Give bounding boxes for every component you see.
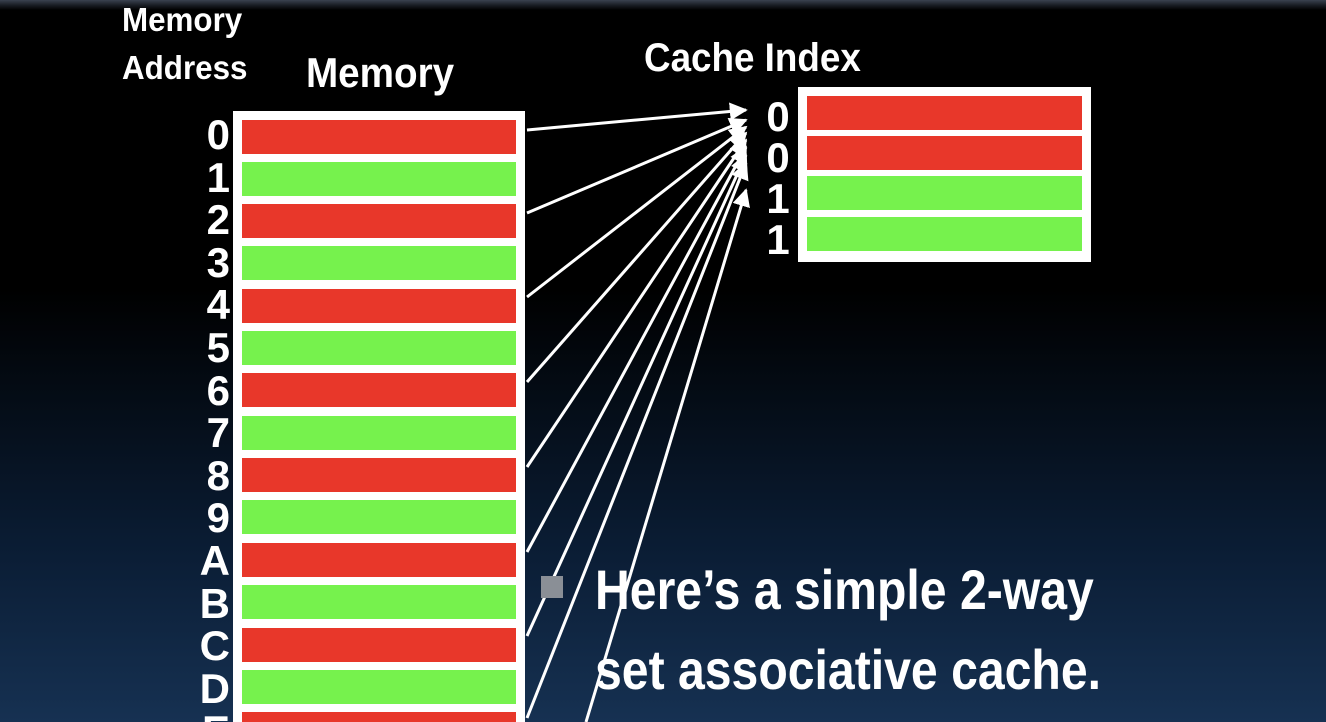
memory-row [242,670,516,704]
memory-row [242,331,516,365]
mapping-arrow [525,131,748,383]
memory-row [242,458,516,492]
memory-block [233,111,525,722]
body-text-line1: Here’s a simple 2-way [595,558,1094,621]
mapping-arrow [584,188,750,722]
memory-address: 3 [206,238,230,286]
cache-row [807,96,1082,130]
cache-index-list: 0 0 1 1 [760,93,796,263]
memory-address: 2 [206,196,230,244]
memory-address: 1 [206,153,230,201]
mapping-arrow [525,161,749,719]
memory-address-list: 0 1 2 3 4 5 6 7 8 9 A B C D E [194,111,230,722]
body-text-line2: set associative cache. [595,638,1102,701]
memory-address: B [199,579,230,627]
memory-address: 7 [206,409,230,457]
memory-row [242,289,516,323]
memory-address-label-line2: Address [122,49,248,86]
cache-row [807,176,1082,210]
mapping-arrow [525,138,748,468]
memory-address: C [199,622,230,670]
mapping-arrow [525,153,748,637]
cache-index: 1 [766,175,790,222]
memory-row [242,712,516,722]
mapping-arrow [525,145,748,553]
memory-row [242,204,516,238]
memory-title: Memory [306,49,455,96]
memory-address: 4 [206,281,230,329]
mapping-arrow [526,125,748,299]
memory-address: 9 [206,494,230,542]
bullet-marker [541,576,563,598]
cache-row [807,136,1082,170]
cache-index: 0 [766,134,790,181]
cache-index-title: Cache Index [644,36,861,80]
memory-address: 0 [206,111,230,158]
cache-index: 1 [766,216,790,263]
memory-row [242,373,516,407]
memory-row [242,543,516,577]
memory-row [242,500,516,534]
mapping-arrow [526,102,748,132]
memory-row [242,120,516,154]
cache-block [798,87,1091,262]
memory-row [242,628,516,662]
memory-row [242,416,516,450]
memory-row [242,162,516,196]
cache-row [807,217,1082,251]
memory-address-label-line1: Memory [122,1,243,38]
memory-row [242,585,516,619]
memory-address: 8 [206,451,230,499]
memory-address: E [194,710,230,722]
memory-address: A [199,536,230,584]
mapping-arrow [526,118,748,215]
memory-address: 6 [206,366,230,414]
memory-address: D [199,664,230,712]
memory-address: 5 [206,323,230,371]
cache-index: 0 [766,93,790,140]
memory-row [242,246,516,280]
top-rule [0,0,1326,10]
